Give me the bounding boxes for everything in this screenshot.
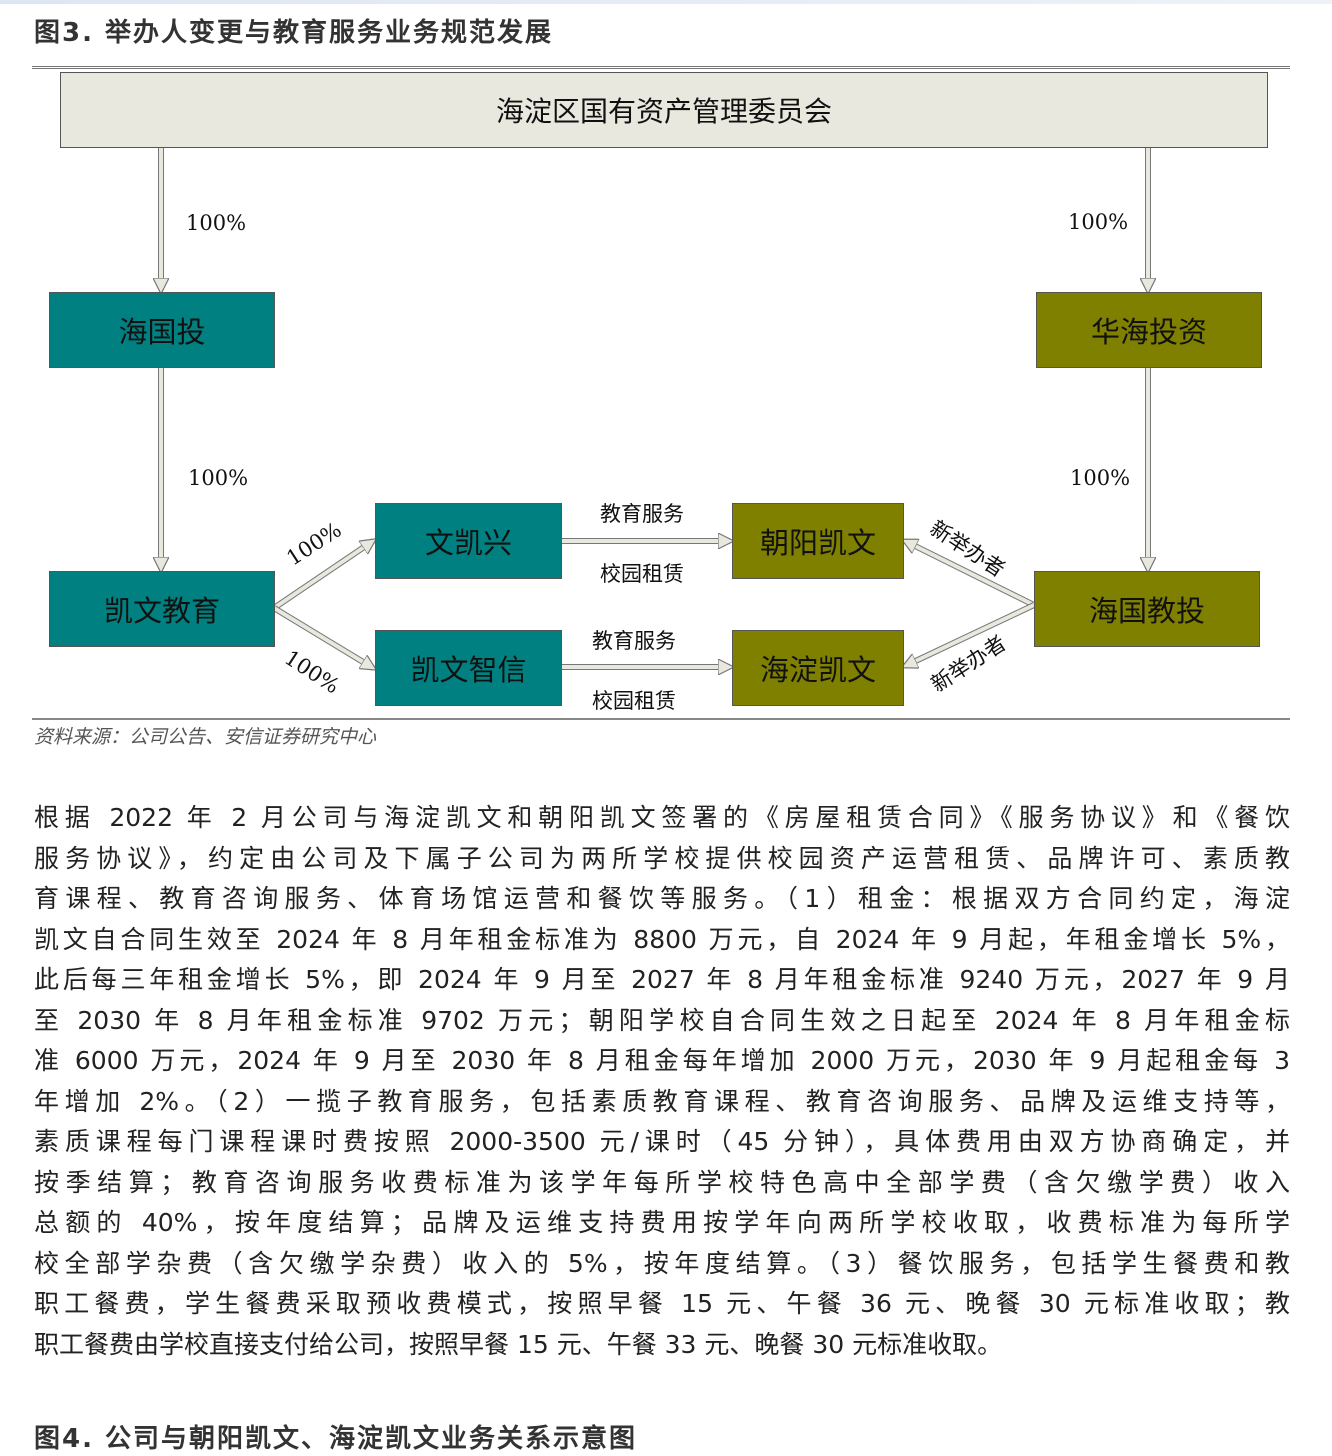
figure-source: 资料来源：公司公告、安信证券研究中心 bbox=[34, 726, 377, 748]
paragraph-line: 育课程、教育咨询服务、体育场馆运营和餐饮等服务。（1）租金：根据双方合同约定，海… bbox=[34, 884, 1290, 913]
paragraph-line: 此后每三年租金增长 5%，即 2024 年 9 月至 2027 年 8 月年租金… bbox=[34, 965, 1290, 994]
body-paragraph: 根据 2022 年 2 月公司与海淀凯文和朝阳凯文签署的《房屋租赁合同》《服务协… bbox=[34, 798, 1290, 1365]
edge-label: 100% bbox=[186, 211, 247, 235]
arrow bbox=[905, 603, 1035, 666]
arrow bbox=[272, 606, 373, 668]
paragraph-line: 校全部学杂费（含欠缴学杂费）收入的 5%，按年度结算。（3）餐饮服务，包括学生餐… bbox=[34, 1248, 1290, 1278]
node-huahai-investment: 华海投资 bbox=[1036, 292, 1262, 368]
edge-label: 100% bbox=[1068, 210, 1129, 234]
figure3-title: 图3. 举办人变更与教育服务业务规范发展 bbox=[34, 18, 554, 48]
node-kaiwen-education: 凯文教育 bbox=[49, 571, 275, 647]
arrow bbox=[905, 541, 1035, 607]
node-haidian-kaiwen: 海淀凯文 bbox=[732, 630, 904, 706]
node-chaoyang-kaiwen: 朝阳凯文 bbox=[732, 503, 904, 579]
edge-label: 教育服务 bbox=[592, 629, 676, 653]
arrow bbox=[272, 541, 373, 610]
paragraph-line: 年增加 2%。（2）一揽子教育服务，包括素质教育课程、教育咨询服务、品牌及运维支… bbox=[34, 1086, 1290, 1116]
paragraph-line: 根据 2022 年 2 月公司与海淀凯文和朝阳凯文签署的《房屋租赁合同》《服务协… bbox=[34, 803, 1290, 832]
node-haiguotou: 海国投 bbox=[49, 292, 275, 368]
paragraph-line: 凯文自合同生效至 2024 年 8 月年租金标准为 8800 万元，自 2024… bbox=[34, 924, 1290, 954]
edge-label: 100% bbox=[1070, 466, 1131, 490]
paragraph-line: 职工餐费，学生餐费采取预收费模式，按照早餐 15 元、午餐 36 元、晚餐 30… bbox=[34, 1289, 1290, 1318]
paragraph-line: 素质课程每门课程课时费按照 2000-3500 元/课时（45 分钟），具体费用… bbox=[34, 1127, 1290, 1156]
diagram-arrows bbox=[0, 148, 1332, 760]
edge-label: 校园租赁 bbox=[592, 689, 676, 713]
edge-label: 校园租赁 bbox=[600, 562, 684, 586]
paragraph-line: 按季结算；教育咨询服务收费标准为该学年每所学校特色高中全部学费（含欠缴学费）收入 bbox=[34, 1167, 1290, 1197]
figure-bottom-rule bbox=[32, 718, 1290, 720]
node-kaiwen-zhixin: 凯文智信 bbox=[375, 630, 562, 706]
paragraph-line: 服务协议》，约定由公司及下属子公司为两所学校提供校园资产运营租赁、品牌许可、素质… bbox=[34, 843, 1290, 873]
edge-label: 教育服务 bbox=[600, 502, 684, 526]
figure-top-rule bbox=[32, 66, 1290, 69]
top-band bbox=[0, 0, 1332, 4]
paragraph-line: 职工餐费由学校直接支付给公司，按照早餐 15 元、午餐 33 元、晚餐 30 元… bbox=[34, 1329, 1003, 1359]
paragraph-line: 总额的 40%，按年度结算；品牌及运维支持费用按学年向两所学校收取，收费标准为每… bbox=[34, 1208, 1290, 1237]
paragraph-line: 准 6000 万元，2024 年 9 月至 2030 年 8 月租金每年增加 2… bbox=[34, 1046, 1290, 1075]
node-haidian-sasac: 海淀区国有资产管理委员会 bbox=[60, 72, 1268, 148]
node-haiguo-jiaotou: 海国教投 bbox=[1034, 571, 1260, 647]
paragraph-line: 至 2030 年 8 月年租金标准 9702 万元；朝阳学校自合同生效之日起至 … bbox=[34, 1005, 1290, 1035]
figure4-title: 图4. 公司与朝阳凯文、海淀凯文业务关系示意图 bbox=[34, 1424, 638, 1454]
node-wenkaixing: 文凯兴 bbox=[375, 503, 562, 579]
edge-label: 100% bbox=[188, 466, 249, 490]
